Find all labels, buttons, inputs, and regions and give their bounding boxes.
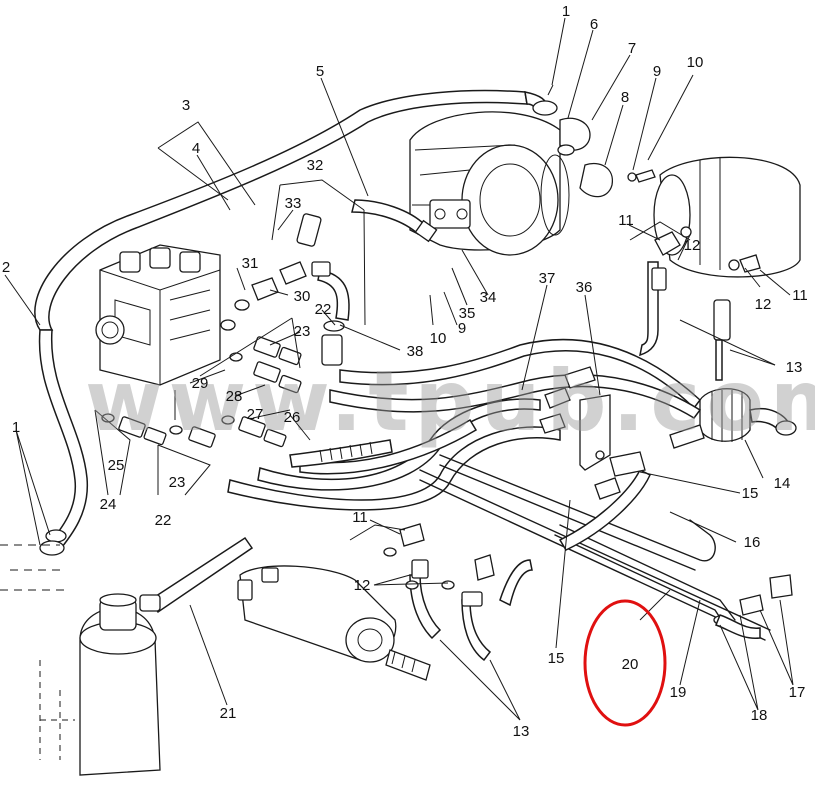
callout-10: 10 (687, 54, 704, 71)
callout-35: 35 (459, 305, 476, 322)
callout-6: 6 (590, 16, 598, 33)
callout-36: 36 (576, 279, 593, 296)
callout-16: 16 (744, 534, 761, 551)
callout-30: 30 (294, 288, 311, 305)
callout-34: 34 (480, 289, 497, 306)
callout-28: 28 (226, 388, 243, 405)
callout-3: 3 (182, 97, 190, 114)
callout-7: 7 (628, 40, 636, 57)
callout-23b: 23 (169, 474, 186, 491)
callout-11c: 11 (352, 509, 368, 526)
callout-11b: 11 (792, 287, 808, 304)
callout-2: 2 (2, 259, 10, 276)
callout-14: 14 (774, 475, 791, 492)
callout-10b: 10 (430, 330, 447, 347)
callout-11: 11 (618, 212, 634, 229)
leader-lines (4, 17, 794, 721)
callout-labels: 1 6 7 9 10 3 5 8 4 32 33 2 11 12 12 11 3… (2, 3, 808, 740)
callout-1b: 1 (12, 419, 20, 436)
callout-32: 32 (307, 157, 324, 174)
callout-9: 9 (653, 63, 661, 80)
callout-27: 27 (247, 406, 264, 423)
callout-31: 31 (242, 255, 259, 272)
callout-19: 19 (670, 684, 687, 701)
watermark: www.tpub.com (85, 352, 815, 450)
callout-18: 18 (751, 707, 768, 724)
callout-38: 38 (407, 343, 424, 360)
callout-29: 29 (192, 375, 209, 392)
callout-17: 17 (789, 684, 806, 701)
callout-33: 33 (285, 195, 302, 212)
callout-13: 13 (786, 359, 803, 376)
callout-23: 23 (294, 323, 311, 340)
line-art (0, 89, 801, 776)
callout-22: 22 (315, 301, 332, 318)
callout-15b: 15 (548, 650, 565, 667)
callout-22b: 22 (155, 512, 172, 529)
highlight-circle (583, 599, 667, 727)
callout-21: 21 (220, 705, 237, 722)
callout-9b: 9 (458, 320, 466, 337)
callout-20: 20 (622, 656, 639, 673)
callout-12c: 12 (354, 577, 371, 594)
callout-15: 15 (742, 485, 759, 502)
callout-24: 24 (100, 496, 117, 513)
callout-12: 12 (684, 237, 701, 254)
callout-13b: 13 (513, 723, 530, 740)
callout-37: 37 (539, 270, 556, 287)
callout-25: 25 (108, 457, 125, 474)
callout-12b: 12 (755, 296, 772, 313)
callout-8: 8 (621, 89, 629, 106)
callout-5: 5 (316, 63, 324, 80)
callout-4: 4 (192, 140, 200, 157)
callout-1: 1 (562, 3, 570, 20)
callout-26: 26 (284, 409, 301, 426)
